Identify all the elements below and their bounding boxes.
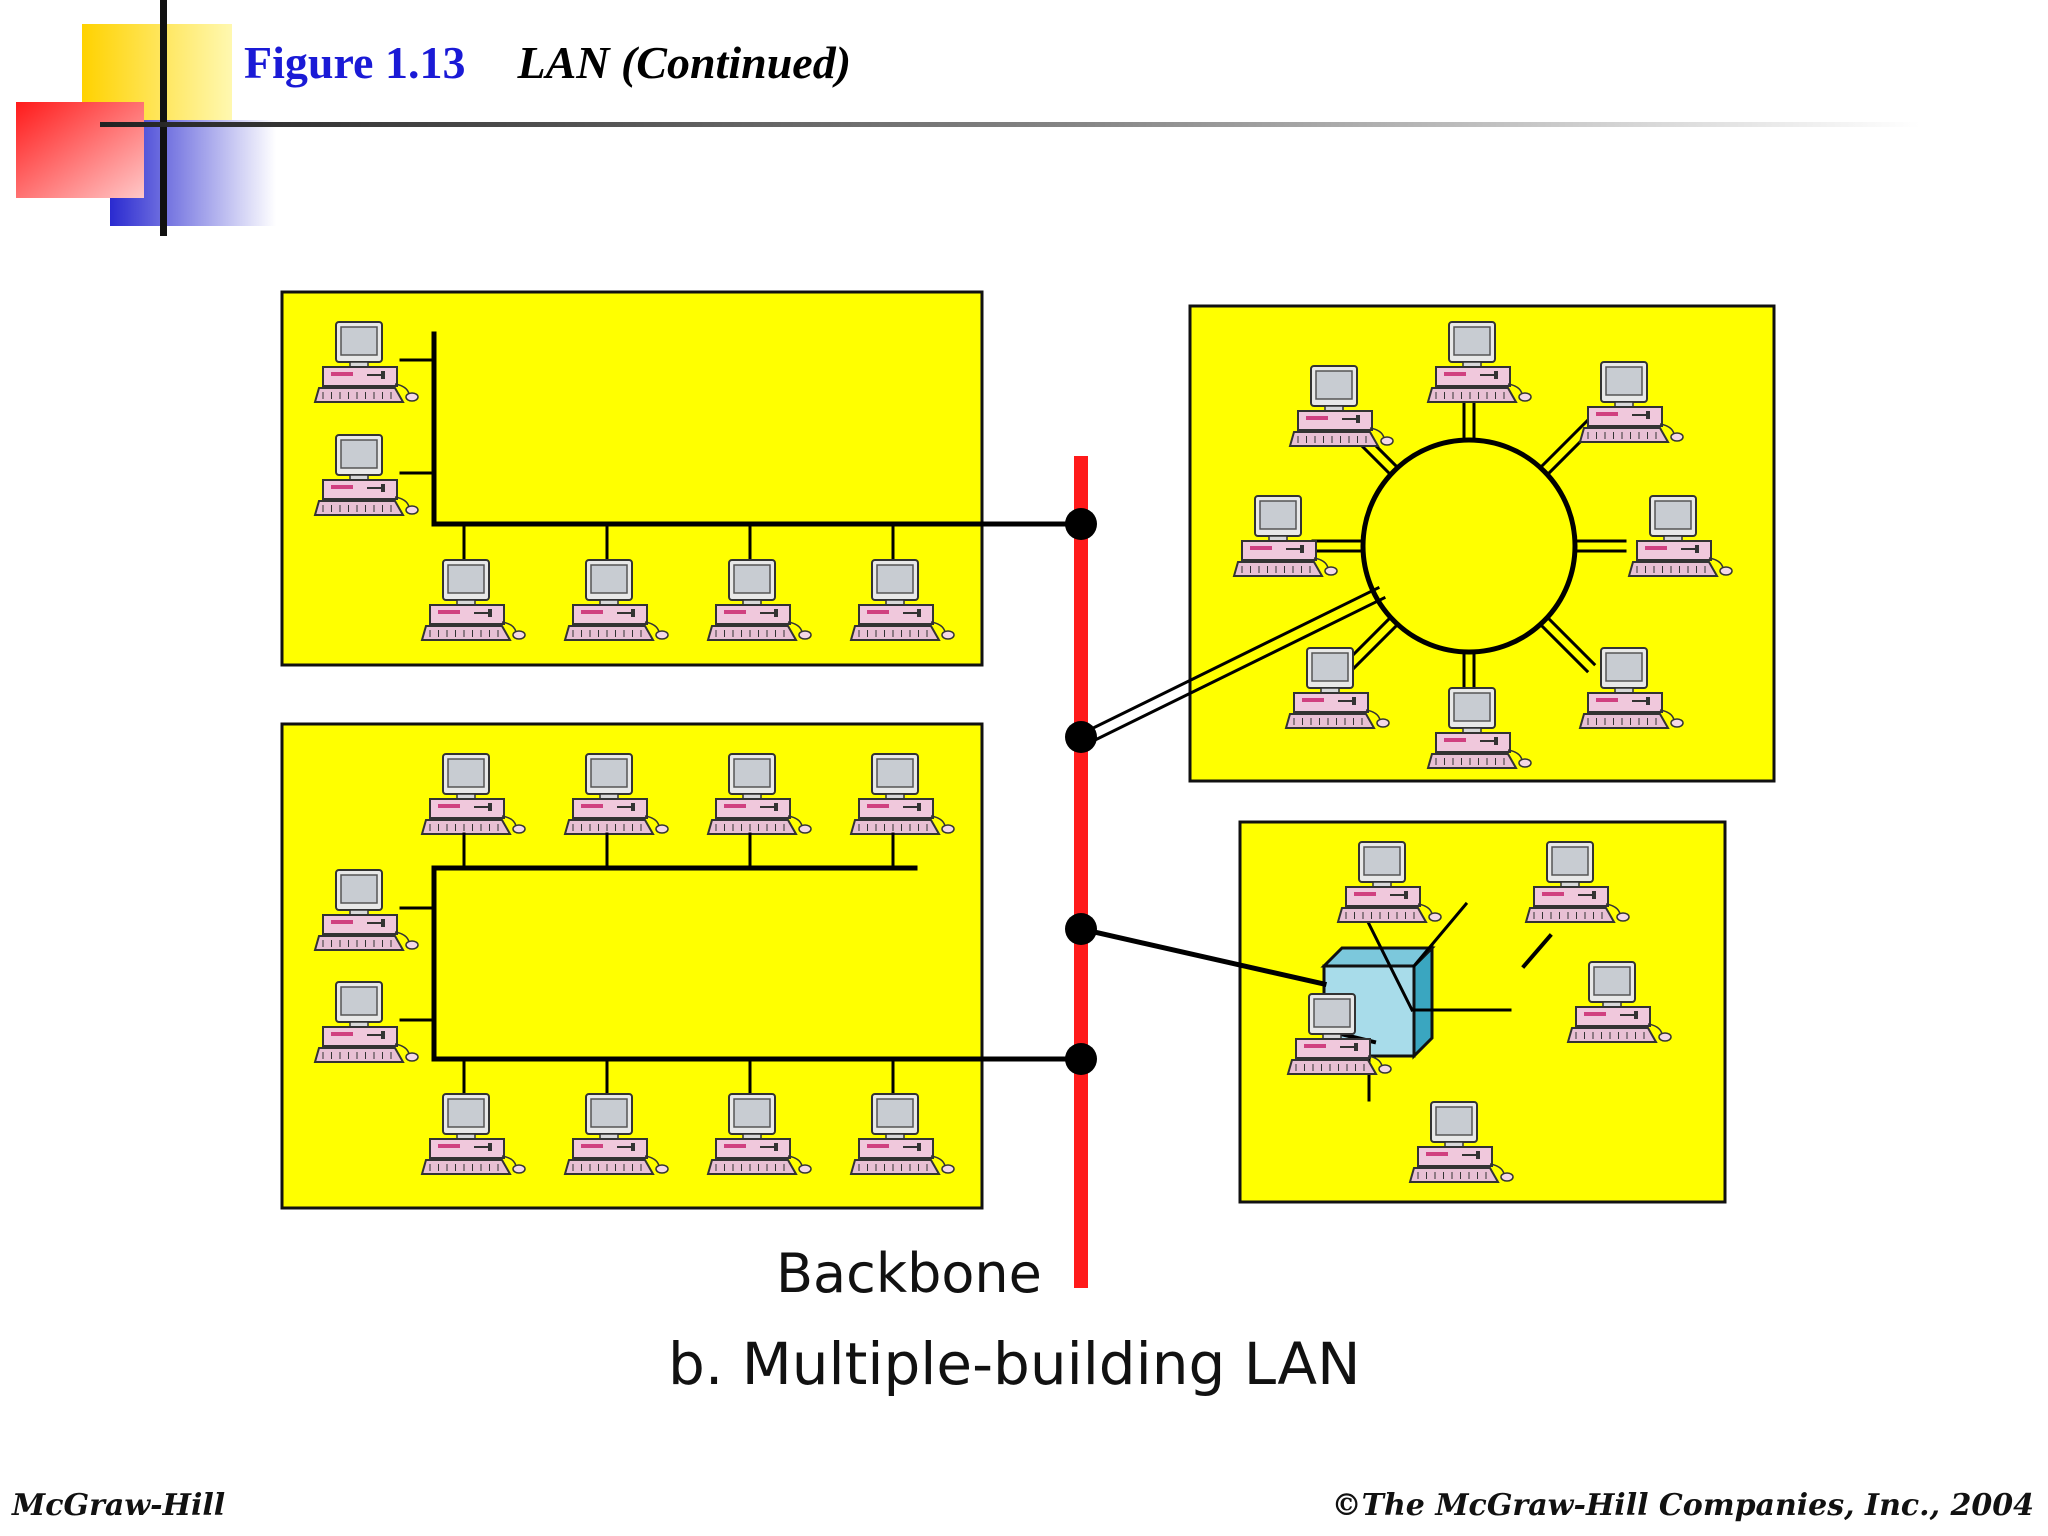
computer-icon [1578, 647, 1684, 729]
computer-icon [563, 559, 669, 641]
title-rule [100, 122, 1920, 127]
red-block [16, 102, 144, 198]
backbone-tap [1065, 508, 1097, 540]
computer-icon [1286, 993, 1392, 1075]
computer-icon [313, 869, 419, 951]
computer-icon [420, 1093, 526, 1175]
computer-icon [706, 753, 812, 835]
computer-icon [849, 559, 955, 641]
computer-icon [706, 1093, 812, 1175]
diagram-caption: b. Multiple-building LAN [668, 1330, 1361, 1398]
computer-icon [1627, 495, 1733, 577]
footer-publisher: McGraw-Hill [12, 1488, 226, 1523]
computer-icon [849, 1093, 955, 1175]
figure-number: Figure 1.13 [244, 37, 466, 88]
computer-icon [563, 1093, 669, 1175]
computer-icon [1288, 365, 1394, 447]
computer-icon [313, 321, 419, 403]
footer-copyright: ©The McGraw-Hill Companies, Inc., 2004 [1331, 1488, 2034, 1523]
computer-icon [420, 559, 526, 641]
computer-icon [1284, 647, 1390, 729]
building-bus-top [280, 290, 984, 667]
ring [1360, 437, 1578, 655]
vertical-rule [160, 0, 167, 236]
computer-icon [1232, 495, 1338, 577]
computer-icon [313, 981, 419, 1063]
backbone-tap [1065, 1043, 1097, 1075]
backbone-tap [1065, 721, 1097, 753]
computer-icon [706, 559, 812, 641]
computer-icon [1408, 1101, 1514, 1183]
computer-icon [849, 753, 955, 835]
backbone-label: Backbone [776, 1242, 1042, 1305]
computer-icon [1426, 321, 1532, 403]
computer-icon [313, 434, 419, 516]
computer-icon [1578, 361, 1684, 443]
building-bus-bottom [280, 722, 984, 1210]
computer-icon [420, 753, 526, 835]
computer-icon [1336, 841, 1442, 923]
computer-icon [1566, 961, 1672, 1043]
backbone-cable [1074, 456, 1088, 1288]
backbone-tap [1065, 913, 1097, 945]
computer-icon [563, 753, 669, 835]
computer-icon [1524, 841, 1630, 923]
figure-title: LAN (Continued) [517, 37, 852, 88]
computer-icon [1426, 687, 1532, 769]
corner-decoration [16, 0, 276, 236]
slide-title: Figure 1.13 LAN (Continued) [244, 36, 851, 89]
